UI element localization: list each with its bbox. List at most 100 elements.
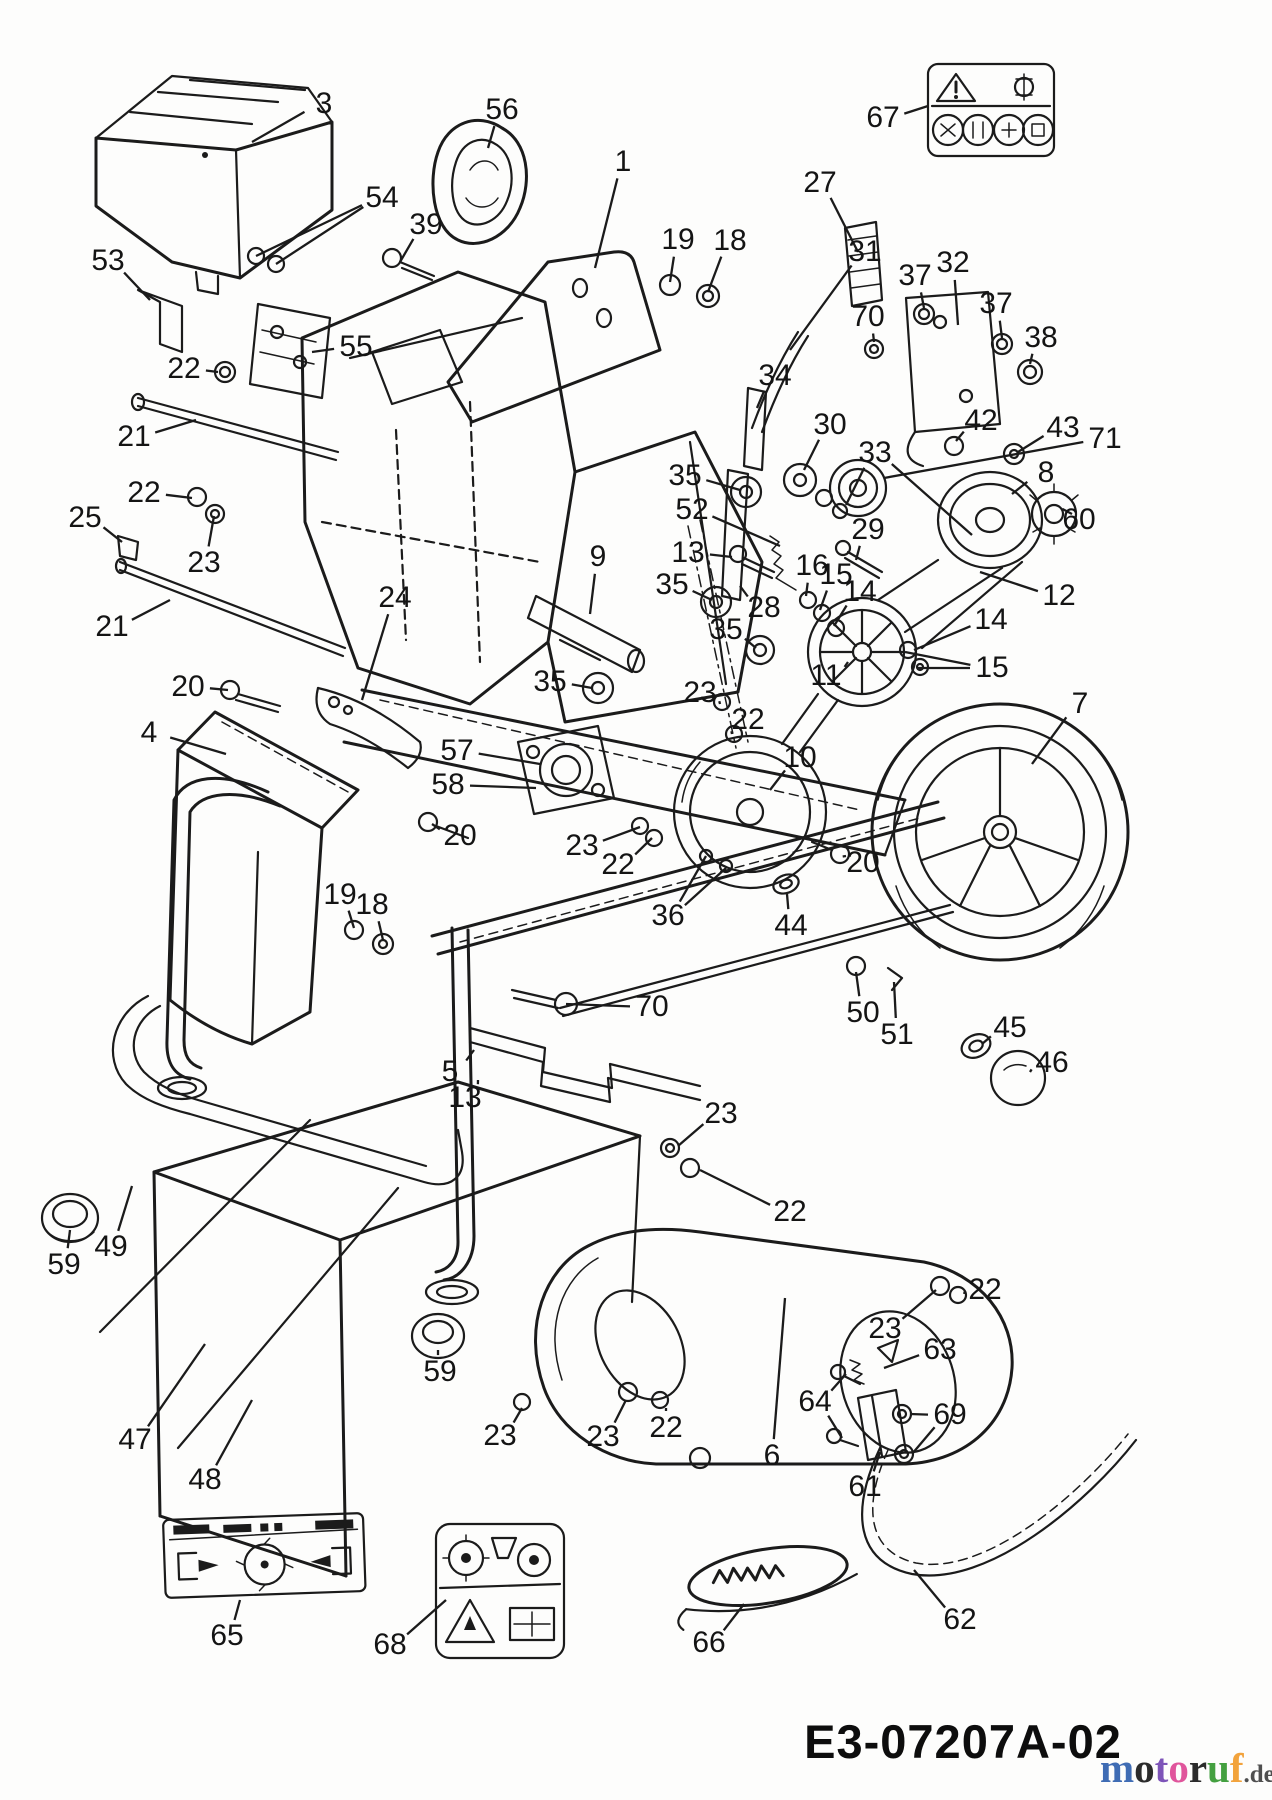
leader-line-21-18 (154, 418, 197, 434)
wheel-drawing (870, 702, 1130, 1107)
part-callout-20-56: 20 (443, 819, 477, 852)
leader-line-22-17 (205, 369, 219, 374)
part-callout-23-76: 23 (483, 1419, 517, 1452)
leader-line-69-86 (909, 1412, 929, 1416)
leader-line-23-82 (901, 1289, 937, 1320)
part-callout-23-79: 23 (586, 1420, 620, 1453)
part-callout-60-26: 60 (1062, 503, 1096, 536)
brand-badge-66 (677, 1545, 858, 1631)
part-callout-52-28: 52 (675, 493, 709, 526)
part-callout-19-62: 19 (323, 878, 357, 911)
part-callout-20-61: 20 (846, 846, 880, 879)
part-callout-46-70: 46 (1035, 1046, 1069, 1079)
leader-line-18-8 (706, 256, 723, 293)
part-callout-29-29: 29 (851, 513, 885, 546)
leader-line-59-72 (66, 1229, 72, 1249)
part-callout-23-53: 23 (683, 676, 717, 709)
part-callout-67-5: 67 (866, 101, 900, 134)
part-callout-34-19: 34 (758, 359, 792, 392)
part-callout-61-87: 61 (848, 1470, 882, 1503)
part-callout-23-73: 23 (704, 1097, 738, 1130)
part-callout-22-17: 22 (167, 352, 201, 385)
leader-line-19-62 (347, 910, 356, 929)
leader-line-46-70 (1029, 1068, 1033, 1073)
part-callout-58-52: 58 (431, 768, 465, 801)
leader-line-15-32 (818, 590, 828, 611)
leader-line-20-45 (209, 687, 229, 692)
part-callout-38-13: 38 (1024, 321, 1058, 354)
leader-line-56-1 (486, 125, 496, 149)
leader-line-28-36 (739, 585, 749, 598)
watermark-tld: .de (1243, 1761, 1272, 1788)
leader-line-42-21 (955, 430, 965, 442)
leader-line-35-48 (692, 589, 713, 602)
support-brackets-rods-drawing (114, 246, 436, 658)
leader-line-10-55 (769, 769, 786, 791)
leader-line-38-13 (1028, 353, 1034, 365)
leader-line-47-77 (147, 1343, 206, 1427)
chute-deflector-drawing (431, 118, 528, 245)
part-callout-15-32: 15 (819, 558, 853, 591)
part-callout-18-63: 18 (355, 888, 389, 921)
leader-line-63-84 (883, 1354, 920, 1370)
part-callout-13-30: 13 (671, 536, 705, 569)
part-callout-56-1: 56 (485, 93, 519, 126)
leader-line-37-10 (919, 292, 926, 309)
leader-line-58-52 (469, 784, 537, 790)
leader-line-22-58 (634, 837, 653, 856)
part-callout-22-83: 22 (968, 1273, 1002, 1306)
part-callout-59-75: 59 (423, 1355, 457, 1388)
part-callout-10-55: 10 (783, 741, 817, 774)
leader-line-23-76 (512, 1407, 523, 1424)
leader-line-29-29 (854, 545, 861, 561)
part-callout-24-44: 24 (378, 581, 412, 614)
leader-line-23-73 (677, 1123, 705, 1147)
part-callout-47-77: 47 (118, 1423, 152, 1456)
leader-line-22-41 (165, 493, 193, 500)
part-callout-70-64: 70 (635, 990, 669, 1023)
part-callout-62-88: 62 (943, 1603, 977, 1636)
leader-line-67-5 (903, 104, 929, 115)
belt-cover-drawing (512, 1137, 1014, 1470)
leader-line-60-26 (1061, 507, 1073, 516)
leader-line-4-46 (169, 736, 227, 756)
leader-line-23-53 (718, 700, 722, 705)
leader-line-36-59 (678, 855, 707, 903)
upper-housing-plate-drawing (446, 250, 662, 424)
part-callout-14-35: 14 (974, 603, 1008, 636)
part-callout-21-43: 21 (95, 610, 129, 643)
part-callout-71-23: 71 (1088, 422, 1122, 455)
leader-line-9-47 (588, 573, 597, 615)
part-callout-23-57: 23 (565, 829, 599, 862)
part-callout-19-7: 19 (661, 223, 695, 256)
leader-line-52-28 (711, 515, 781, 548)
part-callout-65-90: 65 (210, 1619, 244, 1652)
leader-line-45-69 (981, 1035, 992, 1045)
leader-line-68-91 (406, 1599, 447, 1636)
leader-line-34-19 (755, 390, 766, 409)
leader-line-24-44 (360, 613, 390, 701)
part-callout-51-68: 51 (880, 1018, 914, 1051)
watermark-letter: o (1168, 1745, 1189, 1791)
leader-line-16-31 (804, 582, 809, 597)
part-callout-42-21: 42 (964, 404, 998, 437)
part-callout-7-39: 7 (1071, 687, 1089, 720)
leader-line-27-6 (829, 197, 860, 253)
part-callout-50-67: 50 (846, 996, 880, 1029)
part-callout-22-54: 22 (731, 703, 765, 736)
part-callout-30-20: 30 (813, 408, 847, 441)
leader-line-33-25 (844, 467, 866, 506)
part-callout-43-22: 43 (1046, 411, 1080, 444)
leader-line-69-86 (911, 1426, 936, 1455)
leader-line-1-2 (593, 178, 619, 269)
part-callout-49-71: 49 (94, 1230, 128, 1263)
part-callout-57-51: 57 (440, 734, 474, 767)
part-callout-27-6: 27 (803, 166, 837, 199)
part-callout-68-91: 68 (373, 1628, 407, 1661)
leader-line-5-65 (465, 1049, 475, 1062)
part-callout-1-2: 1 (614, 145, 632, 178)
leader-line-32-11 (953, 279, 960, 326)
part-callout-35-49: 35 (709, 613, 743, 646)
